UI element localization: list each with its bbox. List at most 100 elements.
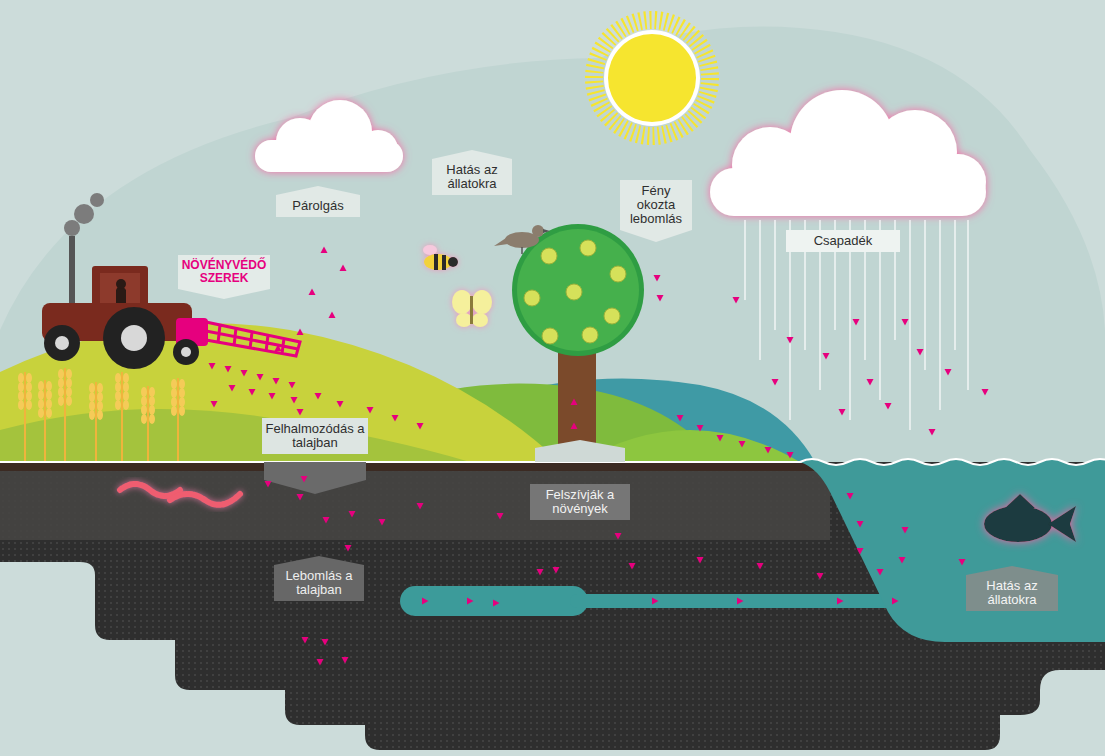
pesticide-particle xyxy=(302,637,309,644)
banner-outline xyxy=(620,180,692,242)
banner-outline xyxy=(530,484,630,520)
wheat-grain xyxy=(26,391,32,401)
rain-streak xyxy=(967,220,968,390)
pesticide-particle xyxy=(857,548,864,555)
banner-outline xyxy=(276,186,360,217)
pesticide-particle xyxy=(657,295,664,302)
bird-head xyxy=(532,225,544,237)
soil-surface xyxy=(0,462,830,471)
pesticide-particle xyxy=(249,389,256,396)
cloud-part xyxy=(358,130,398,170)
rain xyxy=(745,220,968,430)
wheat-grain xyxy=(38,408,44,418)
wheat-grain xyxy=(66,378,72,388)
pesticide-particle xyxy=(321,247,328,254)
pesticide-particle xyxy=(211,401,218,408)
wheat-stalk xyxy=(115,372,129,462)
wheat-grain xyxy=(149,387,155,397)
pesticide-particle xyxy=(982,389,989,396)
banner-tab xyxy=(535,440,625,462)
wheat-grain xyxy=(141,405,147,415)
wheat-grain xyxy=(179,406,185,416)
wheat-stalk xyxy=(171,378,185,462)
groundwater xyxy=(570,594,910,608)
sun xyxy=(608,34,696,122)
pesticide-particle xyxy=(885,403,892,410)
wheat-grain xyxy=(18,373,24,383)
wheat-grain xyxy=(66,387,72,397)
topsoil xyxy=(0,470,830,540)
pesticide-particle xyxy=(787,452,794,459)
pesticide-particle xyxy=(823,353,830,360)
fruits xyxy=(524,240,626,344)
wheat-grain xyxy=(26,382,32,392)
wheel-hub xyxy=(181,347,191,357)
fruit xyxy=(542,328,558,344)
wheat-grain xyxy=(115,373,121,383)
label-banner: Hatás az állatokra xyxy=(966,566,1058,611)
tree-crown xyxy=(517,229,639,351)
banner-text: Fény okozta lebomlás xyxy=(623,184,689,226)
wheat-grain xyxy=(123,382,129,392)
groundwater xyxy=(400,586,588,616)
pesticide-particle xyxy=(857,521,864,528)
rain-streak xyxy=(939,220,940,410)
banner-outline xyxy=(274,556,364,601)
rain-streak xyxy=(774,220,775,330)
sun-rays xyxy=(594,20,710,136)
pesticide-particle xyxy=(697,425,704,432)
wheat-grain xyxy=(123,391,129,401)
wheel-hub xyxy=(55,336,69,350)
wheat-grain xyxy=(66,369,72,379)
pesticide-particles xyxy=(209,247,989,666)
bird xyxy=(494,225,550,254)
fruit xyxy=(566,284,582,300)
rain-streak xyxy=(954,220,955,350)
wheat-stem xyxy=(44,380,46,462)
butterfly-wing xyxy=(472,290,492,314)
bee xyxy=(423,245,458,270)
pesticide-particle xyxy=(349,511,356,518)
pesticide-particle xyxy=(275,345,282,352)
wheat-grain xyxy=(171,397,177,407)
pesticide-particle xyxy=(571,399,578,406)
pesticide-particle xyxy=(269,393,276,400)
wheat-grain xyxy=(89,401,95,411)
pesticide-particle xyxy=(652,598,659,605)
pesticide-particle xyxy=(241,370,248,377)
pesticide-particle xyxy=(629,563,636,570)
wheat-stem xyxy=(177,378,179,462)
bird-leg xyxy=(521,247,523,254)
label-banner: Párolgás xyxy=(276,186,360,217)
wheat-grain xyxy=(66,396,72,406)
bee-stripe xyxy=(434,254,438,270)
banner-outline xyxy=(178,255,270,299)
worm xyxy=(170,494,240,505)
wheat-grain xyxy=(18,391,24,401)
pesticide-particle xyxy=(265,481,272,488)
wheat-grain xyxy=(179,388,185,398)
pesticide-particle xyxy=(209,363,216,370)
wheat-grain xyxy=(18,382,24,392)
pesticide-particle xyxy=(571,423,578,430)
pesticide-particle xyxy=(853,319,860,326)
hill-front xyxy=(0,409,470,462)
pesticide-particle xyxy=(615,533,622,540)
wheat xyxy=(18,368,185,462)
pesticide-particle xyxy=(309,289,316,296)
wheat-grain xyxy=(123,400,129,410)
wheat-grain xyxy=(89,383,95,393)
tree-trunk xyxy=(558,340,596,452)
wheat-grain xyxy=(149,396,155,406)
banner-text: Lebomlás a talajban xyxy=(277,569,361,597)
rain-streak xyxy=(759,220,760,360)
wheat-stem xyxy=(147,386,149,462)
wheat-stem xyxy=(64,368,66,462)
fruit xyxy=(524,290,540,306)
fruit xyxy=(610,266,626,282)
wheat-grain xyxy=(38,390,44,400)
exhaust-pipe xyxy=(69,236,75,306)
label-banner: Felhalmozódás a talajban xyxy=(262,418,368,454)
